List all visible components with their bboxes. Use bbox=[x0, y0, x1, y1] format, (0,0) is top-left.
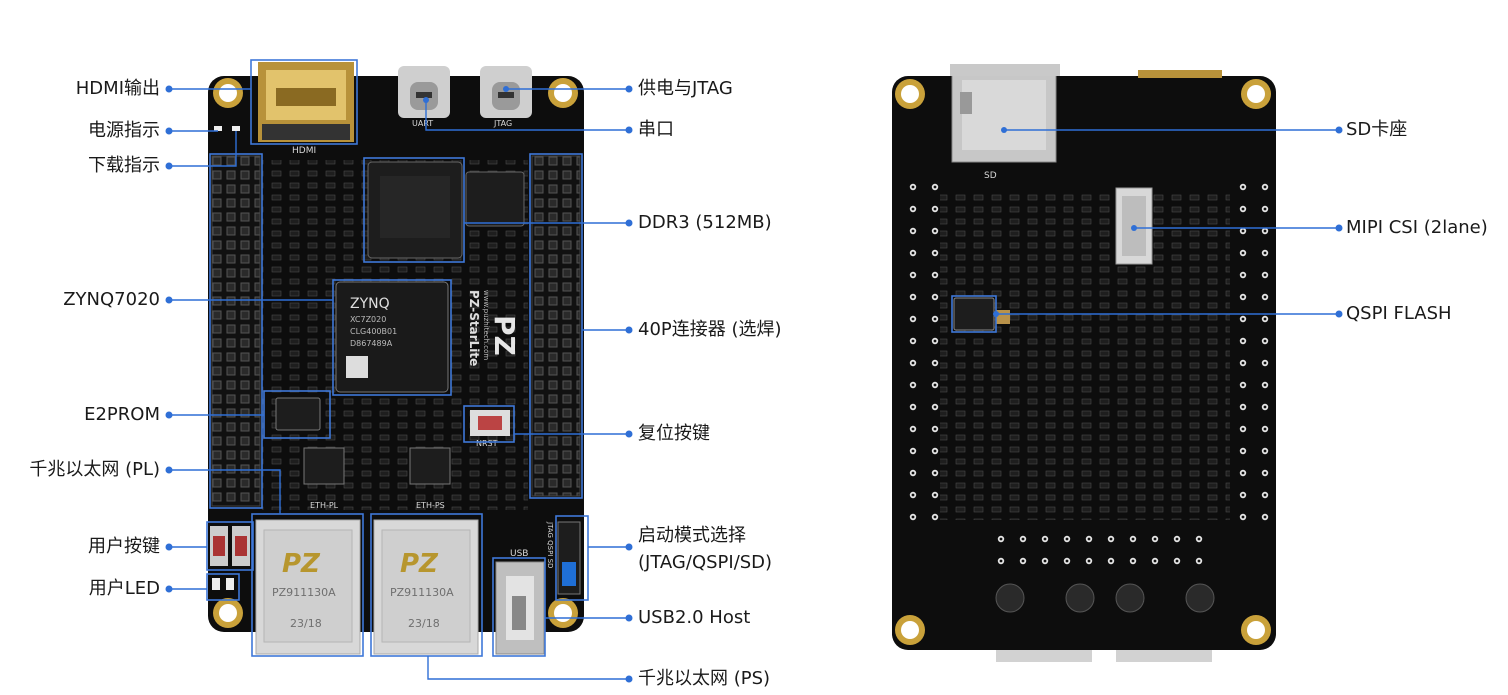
eth-ps-highlight bbox=[370, 513, 483, 657]
rj45-pl-jack: PZ PZ911130A 23/18 bbox=[255, 519, 361, 655]
label-eth-ps: 千兆以太网 (PS) bbox=[638, 668, 771, 689]
leader-uart bbox=[425, 100, 626, 131]
label-download-indicator: 下载指示 bbox=[88, 155, 160, 176]
phy-pl-chip bbox=[303, 447, 345, 485]
download-led bbox=[232, 126, 240, 131]
qspi-flash-chip bbox=[953, 297, 995, 331]
mount-hole bbox=[1241, 615, 1271, 645]
label-boot-mode: 启动模式选择 bbox=[638, 525, 746, 546]
board-website-silk: www.puzhitech.com bbox=[482, 290, 490, 360]
svg-text:JTAG QSPI SD: JTAG QSPI SD bbox=[546, 521, 554, 568]
label-uart: 串口 bbox=[638, 119, 674, 140]
user-leds bbox=[212, 578, 234, 590]
label-qspi-flash: QSPI FLASH bbox=[1346, 303, 1452, 324]
svg-text:ETH-PL: ETH-PL bbox=[310, 501, 339, 510]
hdmi-highlight bbox=[250, 59, 358, 145]
svg-text:23/18: 23/18 bbox=[408, 617, 440, 630]
mount-hole bbox=[895, 615, 925, 645]
label-zynq7020: ZYNQ7020 bbox=[63, 289, 160, 310]
zynq-highlight bbox=[332, 279, 452, 396]
leader-eth-pl bbox=[172, 469, 281, 514]
svg-text:SD: SD bbox=[984, 171, 997, 181]
svg-text:JTAG: JTAG bbox=[493, 119, 512, 128]
usb-highlight bbox=[492, 557, 546, 657]
svg-text:PZ: PZ bbox=[400, 549, 439, 579]
hdmi-silk: HDMI bbox=[292, 146, 316, 156]
eth-pl-highlight bbox=[251, 513, 364, 657]
svg-text:PZ: PZ bbox=[282, 549, 321, 579]
mount-hole bbox=[213, 78, 243, 108]
boot-mode-jumper bbox=[557, 521, 581, 595]
label-eth-pl: 千兆以太网 (PL) bbox=[29, 459, 160, 480]
power-led bbox=[214, 126, 222, 131]
e2prom-chip bbox=[275, 397, 321, 431]
user-led-highlight bbox=[206, 573, 240, 601]
mount-hole bbox=[548, 78, 578, 108]
boot-highlight bbox=[555, 515, 589, 601]
sd-card-slot bbox=[951, 69, 1057, 163]
label-user-key: 用户按键 bbox=[88, 536, 160, 557]
label-40p-connector: 40P连接器 (选焊) bbox=[638, 319, 782, 340]
label-hdmi-output: HDMI输出 bbox=[75, 78, 160, 99]
right-header-highlight bbox=[529, 153, 583, 499]
zynq-chip-brand: ZYNQ bbox=[350, 296, 390, 312]
label-e2prom: E2PROM bbox=[84, 404, 160, 425]
svg-text:23/18: 23/18 bbox=[290, 617, 322, 630]
label-power-jtag: 供电与JTAG bbox=[638, 78, 733, 99]
svg-text:PZ911130A: PZ911130A bbox=[272, 586, 336, 599]
label-ddr3: DDR3 (512MB) bbox=[638, 212, 772, 233]
back-board: SD bbox=[892, 64, 1276, 662]
zynq-chip-lot: D867489A bbox=[350, 339, 393, 348]
usb-c-uart-connector bbox=[398, 66, 450, 118]
usb-a-host-connector bbox=[495, 561, 545, 655]
svg-text:UART: UART bbox=[412, 119, 433, 128]
label-mipi-csi: MIPI CSI (2lane) bbox=[1346, 217, 1488, 238]
back-bottom-pin-row bbox=[990, 528, 1210, 572]
svg-text:PZ911130A: PZ911130A bbox=[390, 586, 454, 599]
mount-hole bbox=[895, 79, 925, 109]
label-power-indicator: 电源指示 bbox=[88, 120, 160, 141]
zynq-chip-pkg: CLG400B01 bbox=[350, 327, 397, 336]
left-40p-header bbox=[211, 155, 261, 507]
back-right-pin-row bbox=[1226, 176, 1270, 526]
reset-highlight bbox=[463, 405, 515, 443]
right-40p-header bbox=[531, 155, 581, 497]
label-usb-host: USB2.0 Host bbox=[638, 607, 751, 628]
zynq-chip-part: XC7Z020 bbox=[350, 315, 386, 324]
ddr3-chip bbox=[367, 161, 463, 259]
svg-text:NRST: NRST bbox=[476, 439, 498, 448]
label-sd-slot: SD卡座 bbox=[1346, 119, 1408, 140]
label-reset-key: 复位按键 bbox=[638, 423, 710, 444]
label-boot-mode-options: (JTAG/QSPI/SD) bbox=[638, 552, 773, 573]
mount-hole bbox=[1241, 79, 1271, 109]
leader-eth-ps bbox=[427, 656, 626, 680]
svg-text:USB: USB bbox=[510, 549, 528, 559]
label-user-led: 用户LED bbox=[88, 578, 160, 599]
board-name-silk: PZ-StarLite bbox=[467, 290, 481, 366]
svg-text:ETH-PS: ETH-PS bbox=[416, 501, 445, 510]
ddr3-highlight bbox=[363, 157, 465, 263]
pz-board-logo: PZ bbox=[488, 315, 521, 356]
rj45-ps-jack: PZ PZ911130A 23/18 bbox=[373, 519, 479, 655]
mount-hole bbox=[213, 598, 243, 628]
back-left-pin-row bbox=[902, 176, 946, 526]
hdmi-connector bbox=[258, 62, 354, 142]
leader-download-led bbox=[172, 131, 237, 167]
reset-button bbox=[470, 410, 510, 436]
user-key-highlight bbox=[206, 521, 254, 571]
mount-hole bbox=[548, 598, 578, 628]
front-board: HDMI UART JTAG ZYNQ bbox=[206, 59, 589, 657]
phy-ps-chip bbox=[409, 447, 451, 485]
user-buttons bbox=[210, 526, 250, 566]
zynq-chip: ZYNQ XC7Z020 CLG400B01 D867489A bbox=[335, 281, 449, 393]
